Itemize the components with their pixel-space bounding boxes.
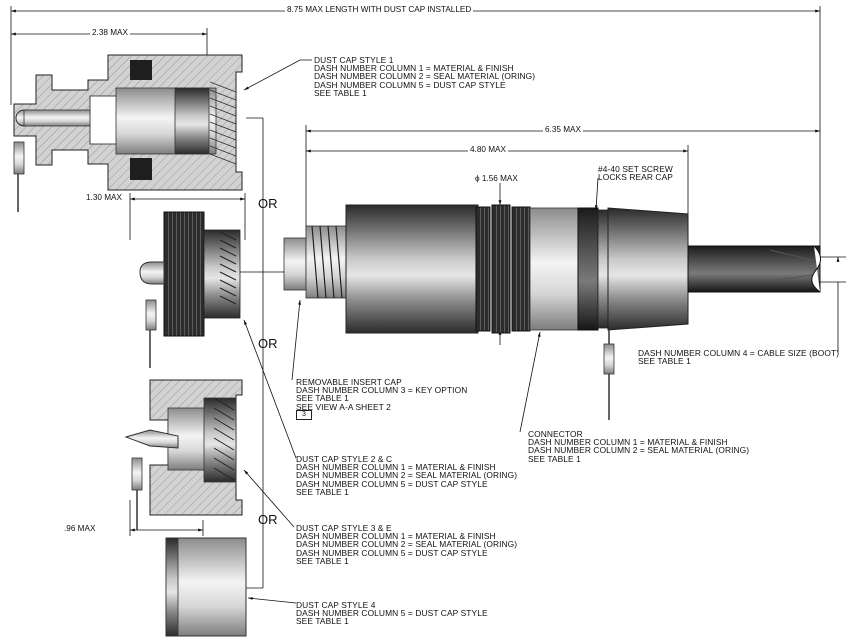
dust-cap-style-1-section [13, 54, 243, 212]
dust-cap-style-4-view [165, 537, 247, 637]
knurled-dust-cap-view [139, 211, 241, 368]
style-4-length-label: .96 MAX [62, 524, 98, 533]
connector-body-label: 4.80 MAX [468, 145, 508, 154]
dust-cap-length-label: 2.38 MAX [90, 28, 130, 37]
style-4-dimension [129, 500, 204, 536]
main-connector [283, 204, 821, 420]
callout-cable: DASH NUMBER COLUMN 4 = CABLE SIZE (BOOT)… [638, 348, 840, 367]
center-axis [240, 117, 284, 589]
or-label-1: OR [258, 196, 278, 211]
overall-length-label: 8.75 MAX LENGTH WITH DUST CAP INSTALLED [285, 5, 474, 14]
or-label-2: OR [258, 336, 278, 351]
leader-lines [243, 59, 599, 604]
note-reference-box: 3 [296, 410, 312, 420]
or-label-3: OR [258, 512, 278, 527]
cable-dimension [820, 256, 846, 352]
diameter-label: ϕ 1.56 MAX [473, 174, 520, 183]
connector-total-label: 6.35 MAX [543, 125, 583, 134]
style-2c-dimension [129, 193, 246, 240]
style-2c-length-label: 1.30 MAX [84, 193, 124, 202]
dust-cap-style-2c-section [124, 379, 243, 530]
